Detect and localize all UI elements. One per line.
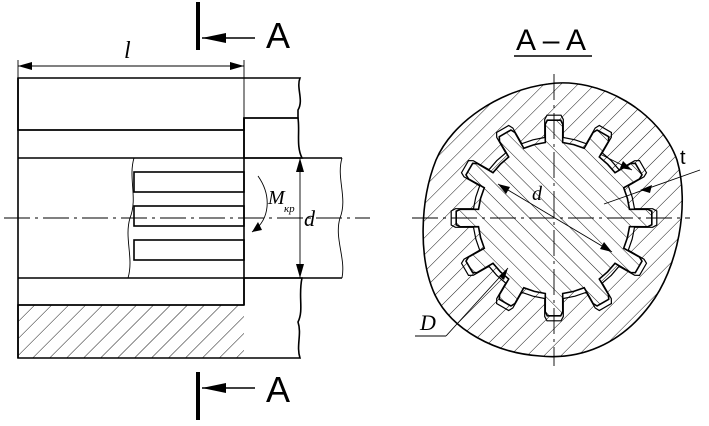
hub-boundary	[422, 82, 683, 358]
torque-label: M	[267, 187, 286, 209]
hub-spline-contour	[450, 114, 658, 322]
tooth-thickness-label: t	[680, 147, 686, 169]
section-title: A – A	[516, 24, 586, 57]
inner-diameter-line	[497, 183, 613, 253]
spline-tooth-middle	[133, 205, 245, 227]
diameter-label: d	[304, 206, 316, 231]
tooth-thickness-leader	[603, 169, 701, 205]
cross-section-view: A – A d D t	[412, 24, 701, 366]
section-marker-top: A	[266, 15, 290, 56]
section-marker-bottom: A	[266, 369, 290, 410]
hub-upper-hatch	[17, 77, 302, 131]
spline-tooth-upper	[133, 171, 245, 193]
length-label: l	[124, 38, 131, 64]
spline-tooth-lower	[133, 239, 245, 261]
inner-diameter-label: d	[532, 183, 543, 205]
torque-subscript: кр	[284, 203, 295, 215]
outer-diameter-label: D	[419, 310, 436, 335]
hub-upper-flange-hatch	[243, 117, 304, 159]
torque-arrow	[251, 175, 268, 233]
outer-diameter-leader	[445, 267, 509, 337]
longitudinal-view: l d M кр A A	[4, 2, 370, 420]
hub-lower-hatch	[17, 277, 303, 359]
